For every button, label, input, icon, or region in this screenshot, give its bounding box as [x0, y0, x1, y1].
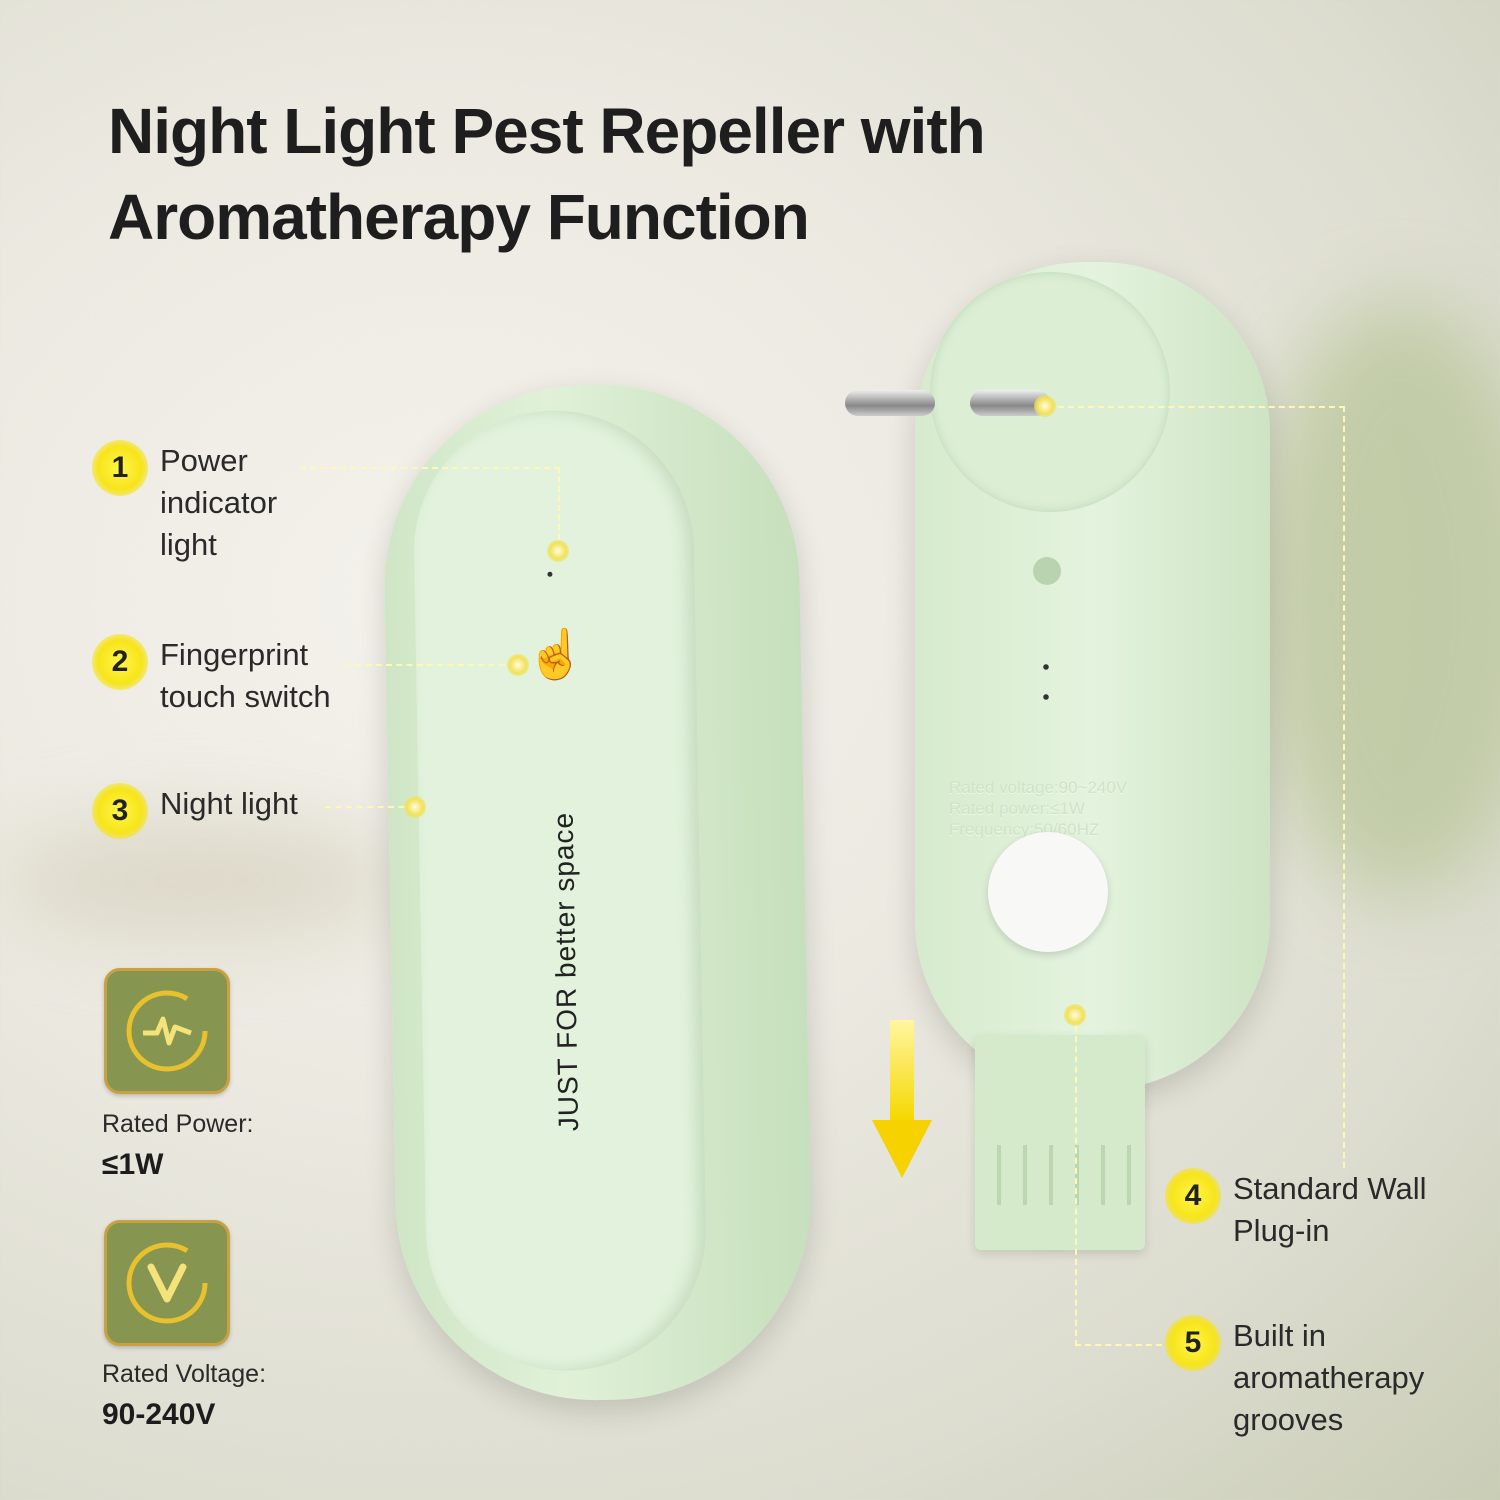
leader-line-1 — [300, 467, 560, 549]
leader-line-5 — [1075, 1016, 1162, 1346]
plug-pin-left — [845, 390, 935, 416]
vent-hole — [1033, 557, 1061, 585]
page-title: Night Light Pest Repeller with Aromather… — [108, 88, 986, 260]
callout-number: 2 — [92, 634, 148, 690]
leader-line-4 — [1048, 406, 1345, 1168]
back-label-voltage: Rated voltage:90~240V — [949, 778, 1128, 797]
aroma-pad — [988, 832, 1108, 952]
hotspot-plug — [1034, 395, 1056, 417]
fingerprint-icon: ☝ — [525, 628, 587, 683]
back-label-power: Rated power:≤1W — [949, 799, 1085, 818]
hotspot-aroma — [1064, 1004, 1086, 1026]
rated-voltage-value: 90-240V — [102, 1398, 216, 1431]
pulse-icon — [104, 968, 230, 1094]
rated-voltage-label: Rated Voltage: — [102, 1360, 267, 1388]
callout-night-light: 3 Night light — [92, 783, 298, 839]
callout-text: Standard Wall Plug-in — [1233, 1171, 1427, 1248]
leader-line-2 — [345, 664, 515, 666]
callout-number: 5 — [1165, 1315, 1221, 1371]
indicator-hole — [547, 571, 553, 577]
callout-text: Fingerprint touch switch — [160, 637, 331, 714]
callout-text: Power indicator light — [160, 443, 278, 562]
callout-wall-plug: 4 Standard Wall Plug-in — [1165, 1168, 1427, 1252]
background-blur — [0, 820, 400, 940]
down-arrow-icon — [872, 1020, 932, 1180]
callout-number: 1 — [92, 440, 148, 496]
speaker-dots — [1043, 652, 1049, 722]
hotspot-touch-switch — [507, 654, 529, 676]
callout-aroma-grooves: 5 Built in aromatherapy grooves — [1165, 1315, 1424, 1441]
hotspot-night-light — [404, 796, 426, 818]
title-line-1: Night Light Pest Repeller with — [108, 95, 986, 167]
plug-base — [930, 272, 1170, 512]
title-line-2: Aromatherapy Function — [108, 181, 810, 253]
callout-text: Night light — [160, 786, 298, 821]
rated-power-label: Rated Power: — [102, 1110, 254, 1138]
background-blur — [1250, 300, 1500, 900]
callout-number: 3 — [92, 783, 148, 839]
rated-power-value: ≤1W — [102, 1148, 164, 1181]
aroma-lid[interactable] — [975, 1035, 1145, 1250]
callout-touch-switch: 2 Fingerprint touch switch — [92, 634, 331, 718]
callout-power-indicator: 1 Power indicator light — [92, 440, 277, 566]
voltage-icon — [104, 1220, 230, 1346]
callout-number: 4 — [1165, 1168, 1221, 1224]
hotspot-power-indicator — [547, 540, 569, 562]
callout-text: Built in aromatherapy grooves — [1233, 1318, 1425, 1437]
leader-line-3 — [325, 806, 415, 808]
